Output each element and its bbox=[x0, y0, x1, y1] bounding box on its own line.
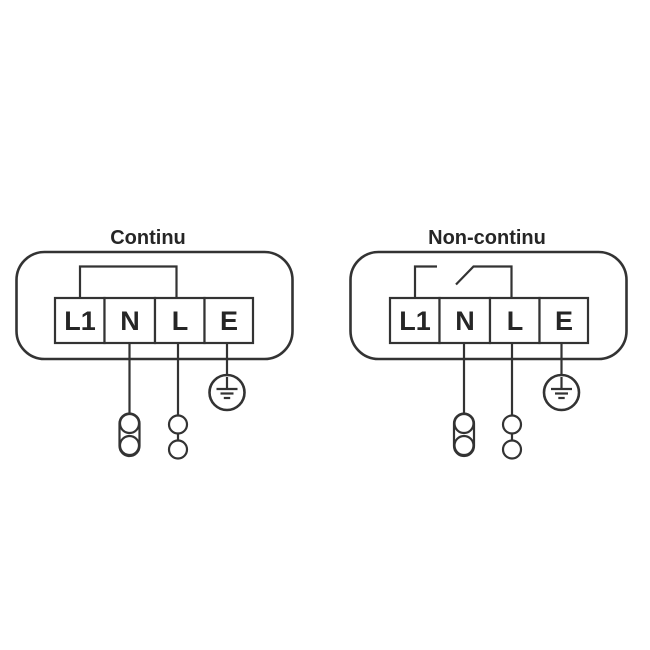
neutral-connector-icon bbox=[118, 412, 141, 458]
connector-circle-top bbox=[501, 414, 523, 435]
terminal-box-l1 bbox=[53, 296, 106, 345]
live-connector-icon bbox=[501, 414, 523, 460]
diagram-title-non-continu: Non-continu bbox=[428, 227, 546, 249]
device-outline bbox=[15, 250, 294, 361]
terminal-label-l: L bbox=[507, 306, 524, 336]
earth-ground-icon bbox=[542, 373, 581, 412]
connector-circle-top bbox=[167, 414, 189, 435]
terminal-box-l1 bbox=[388, 296, 441, 345]
terminal-box-e bbox=[203, 296, 255, 345]
terminal-label-n: N bbox=[455, 306, 475, 336]
terminal-label-e: E bbox=[555, 306, 573, 336]
terminal-label-l: L bbox=[172, 306, 189, 336]
terminal-block: L1 N L E bbox=[53, 296, 255, 345]
jumper-wire-closed bbox=[78, 265, 178, 299]
connector-capsule bbox=[452, 412, 476, 458]
earth-ground-icon bbox=[208, 373, 246, 412]
connector-capsule bbox=[118, 412, 141, 458]
diagram-non-continu: Non-continu L1 N L E bbox=[349, 227, 628, 460]
diagram-continu: Continu L1 N L E bbox=[15, 227, 294, 460]
connector-pole-top bbox=[118, 412, 141, 435]
terminal-box-l bbox=[488, 296, 541, 345]
neutral-connector-icon bbox=[452, 412, 476, 458]
connector-circle-bottom bbox=[167, 439, 189, 460]
live-connector-icon bbox=[167, 414, 189, 460]
switch-wire-left bbox=[413, 265, 437, 299]
connector-pole-bottom bbox=[453, 434, 475, 457]
connector-pole-top bbox=[453, 412, 475, 435]
earth-circle bbox=[542, 373, 581, 412]
switch-blade-and-wire-right bbox=[455, 265, 513, 299]
device-outline bbox=[349, 250, 628, 361]
terminal-label-e: E bbox=[220, 306, 238, 336]
connector-circle-bottom bbox=[501, 439, 523, 460]
earth-circle bbox=[208, 373, 246, 412]
terminal-box-e bbox=[538, 296, 590, 345]
diagram-title-continu: Continu bbox=[110, 227, 186, 249]
connector-pole-bottom bbox=[118, 434, 141, 457]
terminal-label-l1: L1 bbox=[399, 306, 431, 336]
terminal-label-n: N bbox=[120, 306, 140, 336]
terminal-block: L1 N L E bbox=[388, 296, 590, 345]
terminal-label-l1: L1 bbox=[64, 306, 96, 336]
